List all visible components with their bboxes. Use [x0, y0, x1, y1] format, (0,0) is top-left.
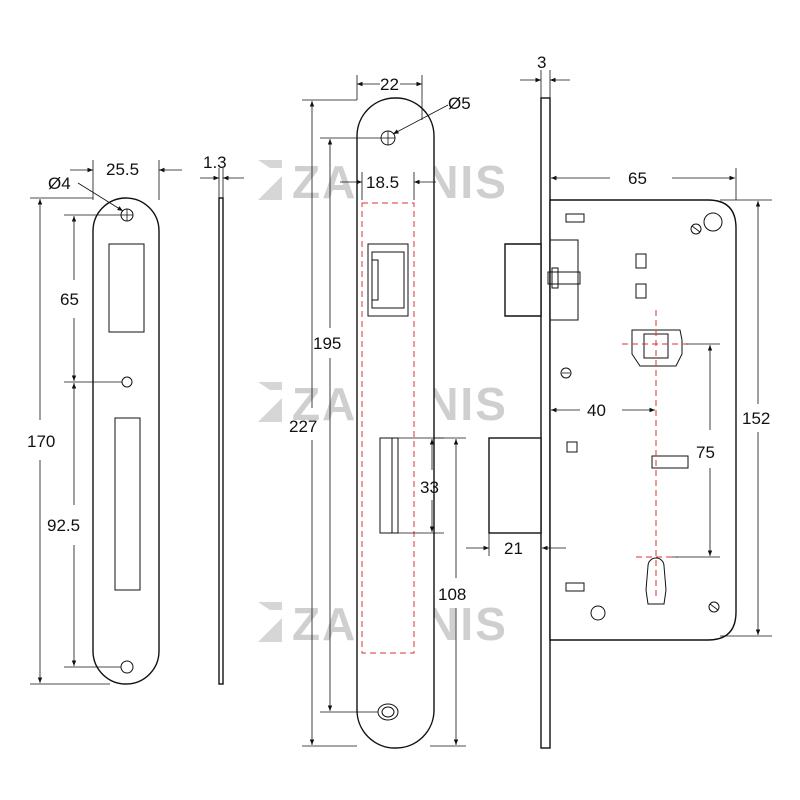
faceplate-width-label: 22	[380, 75, 399, 94]
strike-plate-side	[218, 197, 224, 685]
lock-case	[549, 199, 737, 641]
lock-height-label: 152	[742, 409, 770, 428]
faceplate	[356, 97, 435, 749]
case-hole-top	[703, 212, 723, 232]
latch-housing	[550, 239, 579, 321]
latch-spring	[547, 271, 581, 285]
case-screw-top	[690, 223, 702, 235]
lock-depth-label: 65	[628, 169, 647, 188]
strike-width-label: 25.5	[106, 160, 139, 179]
bolt-throw-label: 21	[504, 539, 523, 558]
faceplate-screw-distance-label: 195	[313, 334, 341, 353]
small-square	[566, 441, 578, 453]
case-hole-bottom	[590, 605, 606, 621]
latch-side	[504, 243, 542, 317]
strike-lower-dimension-label: 92.5	[47, 516, 80, 535]
strike-side-profile	[218, 197, 224, 685]
case-screw-bottom	[708, 601, 720, 613]
lock-faceplate-side	[540, 97, 551, 749]
lock-thickness-label: 3	[537, 53, 546, 72]
faceplate-hidden-body	[361, 202, 415, 654]
lock-body	[488, 97, 737, 749]
bottom-slot	[565, 582, 585, 592]
latch-height-label: 33	[420, 478, 439, 497]
handle-follower	[631, 329, 683, 367]
faceplate-bottom-hole-inner	[381, 706, 395, 718]
middle-slot	[651, 455, 689, 469]
small-slot-1	[635, 253, 647, 269]
strike-hole-diameter-label: Ø4	[48, 174, 71, 193]
strike-thickness-label: 1.3	[203, 153, 227, 172]
lock-backset-label: 40	[587, 401, 606, 420]
lock-dimensions: 3 65 40 75 21 152	[466, 53, 772, 637]
keyhole	[645, 557, 667, 605]
bolt-side	[488, 437, 542, 534]
top-slot	[565, 213, 585, 223]
case-screw-middle	[560, 367, 572, 379]
strike-plate	[92, 197, 160, 685]
faceplate-outline	[356, 97, 435, 749]
strike-lower-cutout	[114, 417, 141, 591]
strike-upper-dimension-label: 65	[60, 290, 79, 309]
lock-center-distance-label: 75	[696, 443, 715, 462]
strike-upper-cutout	[108, 243, 145, 333]
faceplate-lower-label: 108	[438, 585, 466, 604]
small-slot-2	[635, 283, 647, 299]
strike-dimensions: 25.5 Ø4 1.3 170 65 92.5	[27, 153, 244, 685]
faceplate-hole-diameter-label: Ø5	[448, 94, 471, 113]
faceplate-height-label: 227	[289, 417, 317, 436]
strike-plate-outline	[92, 197, 160, 685]
latch-tongue	[371, 251, 405, 309]
faceplate-inner-width-label: 18.5	[366, 173, 399, 192]
strike-height-label: 170	[27, 432, 55, 451]
latch-opening	[367, 243, 409, 317]
faceplate-dimensions: 22 Ø5 18.5 227 195 33 108	[289, 75, 471, 747]
